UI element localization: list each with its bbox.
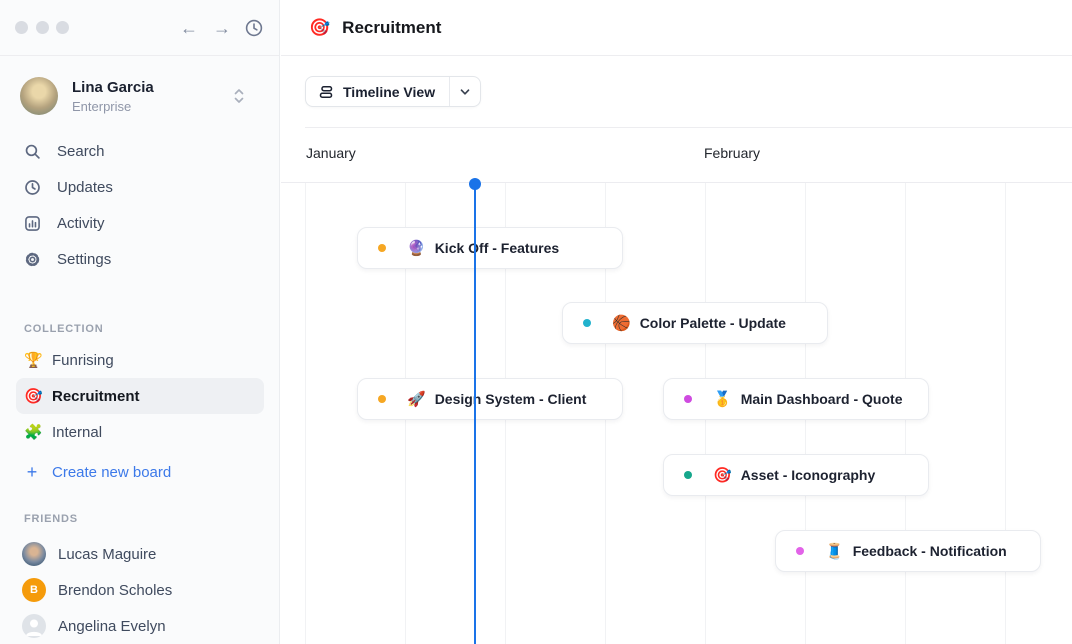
gridline — [305, 183, 306, 644]
gridline — [1005, 183, 1006, 644]
window-dot — [36, 21, 49, 34]
timeline-card[interactable]: 🔮 Kick Off - Features — [357, 227, 623, 269]
workspace-switcher[interactable]: Lina Garcia Enterprise — [12, 69, 268, 123]
friend-brendon-scholes[interactable]: B Brendon Scholes — [0, 572, 280, 608]
collection-section-label: COLLECTION — [24, 323, 104, 335]
friend-name: Brendon Scholes — [58, 581, 173, 599]
view-label: Timeline View — [343, 83, 436, 100]
clock-icon — [24, 179, 41, 196]
board-list: 🏆 Funrising 🎯 Recruitment 🧩 Internal + C… — [0, 342, 280, 490]
board-name: Recruitment — [52, 387, 140, 405]
page-title: Recruitment — [342, 17, 442, 37]
timeline-card[interactable]: 🎯 Asset - Iconography — [663, 454, 929, 496]
crystal-ball-icon: 🔮 — [407, 240, 426, 257]
today-marker-line — [469, 178, 481, 644]
chevron-down-icon[interactable] — [449, 77, 480, 106]
board-name: Funrising — [52, 351, 114, 369]
plus-icon: + — [26, 462, 38, 482]
avatar — [20, 77, 58, 115]
timeline-grid: 🔮 Kick Off - Features 🏀 Color Palette - … — [281, 178, 1072, 644]
avatar: B — [22, 578, 46, 602]
medal-icon: 🥇 — [713, 391, 732, 408]
dart-icon: 🎯 — [309, 17, 331, 37]
friend-lucas-maguire[interactable]: Lucas Maguire — [0, 536, 280, 572]
dart-icon: 🎯 — [24, 388, 43, 405]
timeline-rows-icon — [318, 84, 334, 100]
timeline-card[interactable]: 🥇 Main Dashboard - Quote — [663, 378, 929, 420]
gear-icon — [24, 251, 41, 268]
trophy-icon: 🏆 — [24, 352, 43, 369]
status-dot — [684, 471, 692, 479]
window-dot — [15, 21, 28, 34]
page-header: 🎯 Recruitment — [281, 0, 1072, 56]
sidebar-item-search[interactable]: Search — [0, 133, 280, 169]
history-button[interactable] — [242, 16, 266, 40]
friend-angelina-evelyn[interactable]: Angelina Evelyn — [0, 608, 280, 644]
dart-icon: 🎯 — [713, 467, 732, 484]
sidebar-nav: Search Updates Activity — [0, 133, 280, 277]
thread-icon: 🧵 — [825, 543, 844, 560]
create-new-board-button[interactable]: + Create new board — [16, 454, 172, 490]
card-label: Kick Off - Features — [434, 240, 560, 256]
sidebar: ← → Lina Garcia Enterprise — [0, 0, 280, 644]
profile-name: Lina Garcia — [72, 78, 154, 96]
window-dot — [56, 21, 69, 34]
search-icon — [24, 143, 41, 160]
sidebar-item-label: Activity — [57, 214, 105, 232]
card-label: Feedback - Notification — [852, 543, 1007, 559]
clock-icon — [243, 17, 265, 39]
friend-name: Angelina Evelyn — [58, 617, 166, 635]
window-controls: ← → — [0, 0, 279, 56]
activity-icon — [24, 215, 41, 232]
basketball-icon: 🏀 — [612, 315, 631, 332]
sidebar-item-activity[interactable]: Activity — [0, 205, 280, 241]
month-label: January — [306, 145, 356, 161]
sidebar-item-internal[interactable]: 🧩 Internal — [16, 414, 264, 450]
card-label: Design System - Client — [434, 391, 587, 407]
timeline-card[interactable]: 🧵 Feedback - Notification — [775, 530, 1041, 572]
card-label: Asset - Iconography — [740, 467, 876, 483]
back-button[interactable]: ← — [177, 16, 201, 40]
sidebar-item-recruitment[interactable]: 🎯 Recruitment — [16, 378, 264, 414]
status-dot — [378, 395, 386, 403]
sidebar-item-updates[interactable]: Updates — [0, 169, 280, 205]
card-label: Color Palette - Update — [639, 315, 786, 331]
sidebar-item-funrising[interactable]: 🏆 Funrising — [16, 342, 264, 378]
month-label: February — [704, 145, 761, 161]
sidebar-item-label: Settings — [57, 250, 112, 268]
sidebar-item-label: Updates — [57, 178, 113, 196]
puzzle-icon: 🧩 — [24, 424, 43, 441]
profile-plan: Enterprise — [72, 98, 132, 114]
create-board-label: Create new board — [52, 463, 172, 481]
board-name: Internal — [52, 423, 103, 441]
sidebar-item-settings[interactable]: Settings — [0, 241, 280, 277]
today-marker-dot — [469, 178, 481, 190]
friends-list: Lucas Maguire B Brendon Scholes Angelina… — [0, 536, 280, 644]
card-label: Main Dashboard - Quote — [740, 391, 903, 407]
avatar-placeholder-icon — [22, 614, 46, 638]
status-dot — [378, 244, 386, 252]
main-content: 🎯 Recruitment Timeline View — [281, 0, 1072, 644]
toolbar: Timeline View — [281, 56, 1072, 127]
sidebar-item-label: Search — [57, 142, 105, 160]
chevron-updown-icon — [232, 86, 246, 111]
avatar — [22, 542, 46, 566]
timeline-month-header: January February — [305, 127, 1072, 182]
status-dot — [684, 395, 692, 403]
friend-name: Lucas Maguire — [58, 545, 157, 563]
timeline-card[interactable]: 🏀 Color Palette - Update — [562, 302, 828, 344]
status-dot — [583, 319, 591, 327]
friends-section-label: FRIENDS — [24, 513, 78, 525]
status-dot — [796, 547, 804, 555]
rocket-icon: 🚀 — [407, 391, 426, 408]
view-switcher-button[interactable]: Timeline View — [305, 76, 482, 107]
timeline-card[interactable]: 🚀 Design System - Client — [357, 378, 623, 420]
forward-button[interactable]: → — [210, 16, 234, 40]
